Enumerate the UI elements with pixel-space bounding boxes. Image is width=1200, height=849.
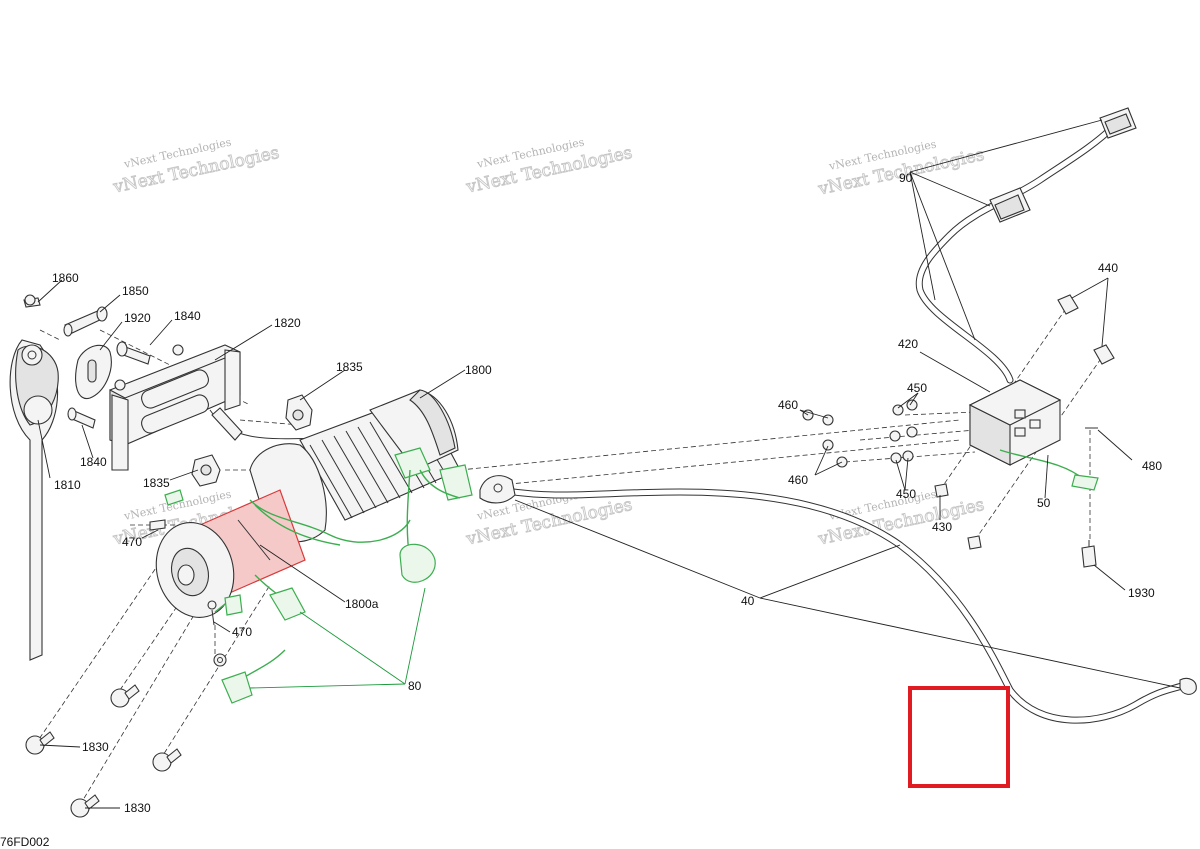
watermarks: vNext Technologies vNext Technologies vN…: [110, 135, 986, 550]
roller-fairlead: [109, 344, 346, 471]
callout-1810: 1810: [54, 478, 81, 492]
callout-450: 450: [896, 487, 916, 501]
callout-460: 460: [788, 473, 808, 487]
callout-1835: 1835: [336, 360, 363, 374]
mount-nuts: [191, 394, 313, 487]
callout-480: 480: [1142, 459, 1162, 473]
callout-80: 80: [408, 679, 422, 693]
callout-1930: 1930: [1128, 586, 1155, 600]
callout-430: 430: [932, 520, 952, 534]
callout-50: 50: [1037, 496, 1051, 510]
callout-420: 420: [898, 337, 918, 351]
motor-cables: [164, 447, 473, 704]
figure-code: 76FD002: [0, 835, 50, 849]
highlight-frame: [908, 686, 1010, 788]
callout-460: 460: [778, 398, 798, 412]
callout-470: 470: [122, 535, 142, 549]
callout-470: 470: [232, 625, 252, 639]
callout-440: 440: [1098, 261, 1118, 275]
callout-90: 90: [899, 171, 913, 185]
callout-1830: 1830: [82, 740, 109, 754]
callout-1840: 1840: [80, 455, 107, 469]
leader-lines: [37, 119, 1181, 809]
callout-1820: 1820: [274, 316, 301, 330]
callout-450: 450: [907, 381, 927, 395]
control-harness: [802, 107, 1137, 568]
callout-1800a: 1800a: [345, 597, 379, 611]
callout-40: 40: [741, 594, 755, 608]
callout-labels: 1860 1850 1920 1840 1840 1820 1835 1835 …: [0, 171, 1162, 849]
callout-1830: 1830: [124, 801, 151, 815]
callout-1920: 1920: [124, 311, 151, 325]
callout-1800: 1800: [465, 363, 492, 377]
callout-1835: 1835: [143, 476, 170, 490]
hook-assembly: [9, 294, 151, 661]
callout-1840: 1840: [174, 309, 201, 323]
callout-1860: 1860: [52, 271, 79, 285]
callout-1850: 1850: [122, 284, 149, 298]
battery-cable: [479, 475, 1197, 724]
